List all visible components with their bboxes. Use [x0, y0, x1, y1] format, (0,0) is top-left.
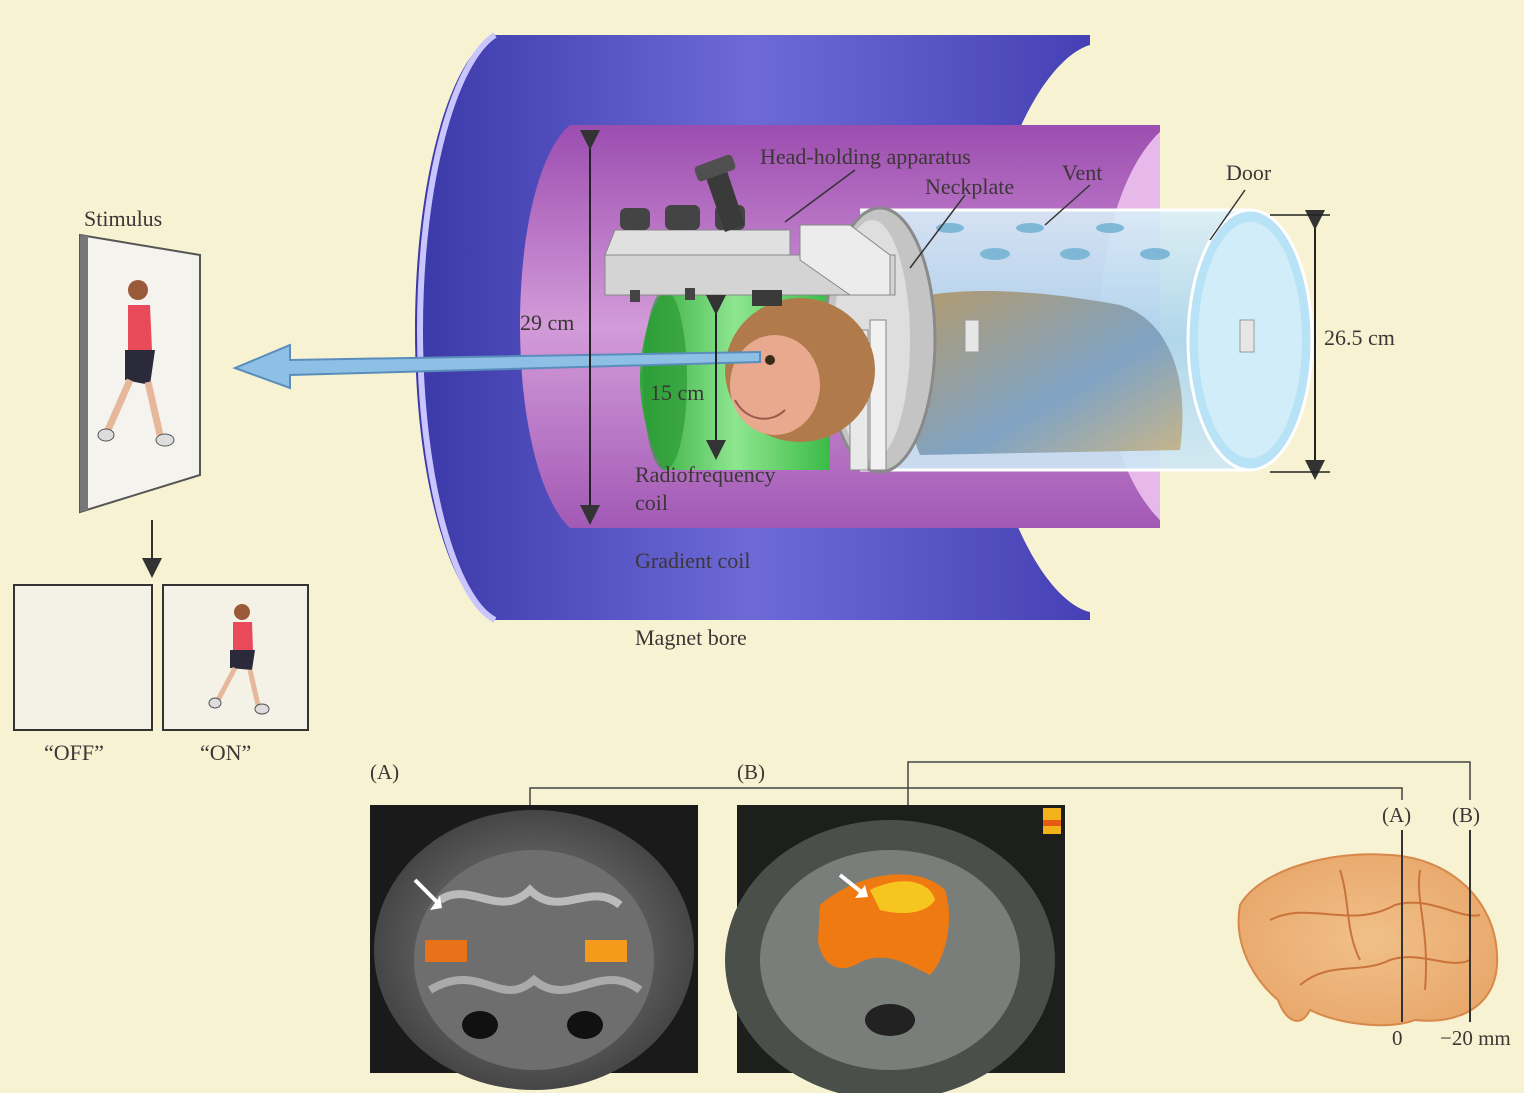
monkey-head: [725, 298, 875, 442]
off-frame: [14, 585, 152, 730]
panel-a-label: (A): [370, 762, 399, 783]
dimension-15cm-label: 15 cm: [650, 382, 704, 404]
rf-coil-label-line1: Radiofrequency: [635, 464, 776, 486]
tick-0-label: 0: [1392, 1028, 1403, 1049]
brain-slice-a-label: (A): [1382, 805, 1411, 826]
dimension-29cm-label: 29 cm: [520, 312, 574, 334]
head-holding-label: Head-holding apparatus: [760, 146, 971, 168]
stimulus-label: Stimulus: [84, 208, 162, 230]
stimulus-screen: [80, 235, 200, 512]
scan-b: [725, 805, 1065, 1093]
vent-label: Vent: [1062, 162, 1102, 184]
tick-minus20-label: −20 mm: [1440, 1028, 1511, 1049]
slice-connectors: [530, 762, 1470, 805]
magnet-bore-label: Magnet bore: [635, 627, 747, 649]
door-label: Door: [1226, 162, 1271, 184]
dimension-265cm-label: 26.5 cm: [1324, 327, 1395, 349]
neckplate-label: Neckplate: [925, 176, 1014, 198]
rf-coil-label-line2: coil: [635, 492, 668, 514]
off-label: “OFF”: [44, 742, 104, 764]
brain-slice-b-label: (B): [1452, 805, 1480, 826]
scan-a: [370, 805, 698, 1090]
gradient-coil-label: Gradient coil: [635, 550, 750, 572]
brain-lateral-view: [1239, 830, 1498, 1025]
on-label: “ON”: [200, 742, 251, 764]
panel-b-label: (B): [737, 762, 765, 783]
on-frame: [163, 585, 308, 730]
